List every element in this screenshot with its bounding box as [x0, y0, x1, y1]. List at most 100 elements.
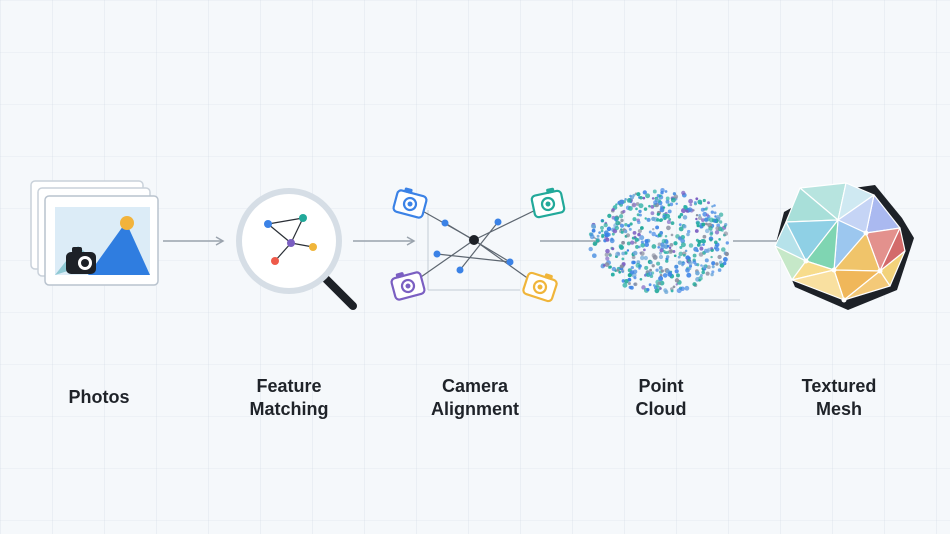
cloud-point	[684, 249, 688, 253]
cloud-point	[625, 233, 631, 238]
cloud-point	[704, 222, 708, 226]
cloud-point	[604, 252, 609, 257]
cloud-point	[681, 190, 686, 196]
cloud-point	[693, 246, 699, 252]
cloud-point	[636, 192, 641, 197]
cloud-point	[639, 235, 645, 241]
camera-icon	[390, 271, 426, 301]
cloud-point	[624, 198, 627, 201]
cloud-point	[713, 204, 716, 207]
cloud-point	[687, 229, 691, 234]
cloud-point	[607, 213, 612, 218]
cloud-point	[633, 282, 638, 287]
cloud-point	[611, 232, 615, 236]
cloud-point	[650, 211, 655, 216]
cloud-point	[629, 270, 635, 275]
cloud-point	[681, 261, 686, 265]
cloud-point	[598, 231, 601, 234]
cloud-point	[658, 276, 664, 281]
cloud-point	[713, 211, 717, 215]
camera-alignment-icon	[390, 187, 566, 303]
cloud-point	[619, 199, 625, 205]
cloud-point	[695, 213, 699, 217]
cloud-point	[638, 245, 641, 249]
cloud-point	[624, 222, 628, 227]
cloud-point	[678, 251, 684, 257]
cloud-point	[635, 202, 640, 206]
cloud-point	[704, 258, 709, 263]
cloud-point	[651, 227, 655, 231]
cloud-point	[711, 265, 715, 269]
cloud-point	[602, 264, 606, 267]
cloud-point	[639, 251, 645, 256]
cloud-point	[680, 242, 686, 248]
cloud-point	[718, 238, 721, 241]
cloud-point	[624, 279, 629, 284]
cloud-point	[646, 287, 650, 292]
photos-icon	[30, 180, 159, 286]
cloud-point	[686, 232, 690, 237]
cloud-point	[677, 215, 682, 219]
cloud-point	[698, 278, 701, 282]
cloud-point	[672, 250, 676, 253]
cloud-point	[708, 217, 714, 223]
cloud-point	[687, 207, 693, 212]
cloud-point	[644, 217, 647, 220]
cloud-point	[635, 244, 639, 249]
cloud-point	[665, 199, 670, 204]
cloud-point	[724, 251, 729, 257]
cloud-point	[686, 272, 692, 278]
cloud-point	[638, 267, 641, 270]
cloud-point	[632, 231, 637, 235]
cloud-point	[694, 229, 699, 233]
cloud-point	[648, 204, 651, 208]
cloud-point	[621, 257, 625, 261]
cloud-point	[652, 189, 657, 194]
cloud-point	[680, 286, 685, 292]
cloud-point	[700, 207, 705, 212]
cloud-point	[669, 242, 674, 247]
cloud-point	[615, 203, 618, 206]
cloud-point	[628, 285, 632, 290]
cloud-point	[651, 244, 657, 249]
cloud-point	[705, 271, 710, 276]
cloud-point	[596, 234, 600, 238]
arrow-icon	[163, 236, 225, 246]
cloud-point	[638, 203, 644, 209]
cloud-point	[634, 237, 639, 242]
cloud-point	[649, 268, 653, 272]
cloud-point	[664, 234, 668, 238]
cloud-point	[667, 203, 671, 207]
cloud-point	[722, 261, 727, 266]
cloud-point	[616, 268, 620, 272]
cloud-point	[639, 277, 643, 281]
cloud-point	[666, 219, 671, 225]
cloud-point	[688, 198, 693, 204]
cloud-point	[605, 256, 610, 261]
cloud-point	[688, 267, 692, 271]
cloud-point	[629, 222, 633, 226]
cloud-point	[651, 231, 656, 237]
cloud-point	[639, 196, 643, 200]
cloud-point	[675, 202, 678, 206]
cloud-point	[609, 265, 612, 269]
cloud-point	[710, 255, 713, 259]
cloud-point	[695, 270, 700, 276]
cloud-point	[652, 254, 658, 260]
cloud-point	[711, 270, 715, 274]
cloud-point	[634, 241, 637, 244]
cloud-point	[611, 247, 615, 251]
cloud-point	[659, 287, 662, 290]
cloud-point	[626, 197, 632, 203]
cloud-point	[650, 205, 655, 209]
cloud-point	[621, 240, 625, 245]
cloud-point	[626, 241, 631, 246]
cloud-point	[677, 260, 683, 265]
cloud-point	[695, 197, 699, 201]
cloud-point	[717, 268, 722, 272]
cloud-point	[611, 208, 615, 212]
cloud-point	[640, 240, 644, 244]
cloud-point	[651, 197, 655, 200]
cloud-point	[672, 285, 676, 289]
cloud-point	[632, 217, 637, 222]
